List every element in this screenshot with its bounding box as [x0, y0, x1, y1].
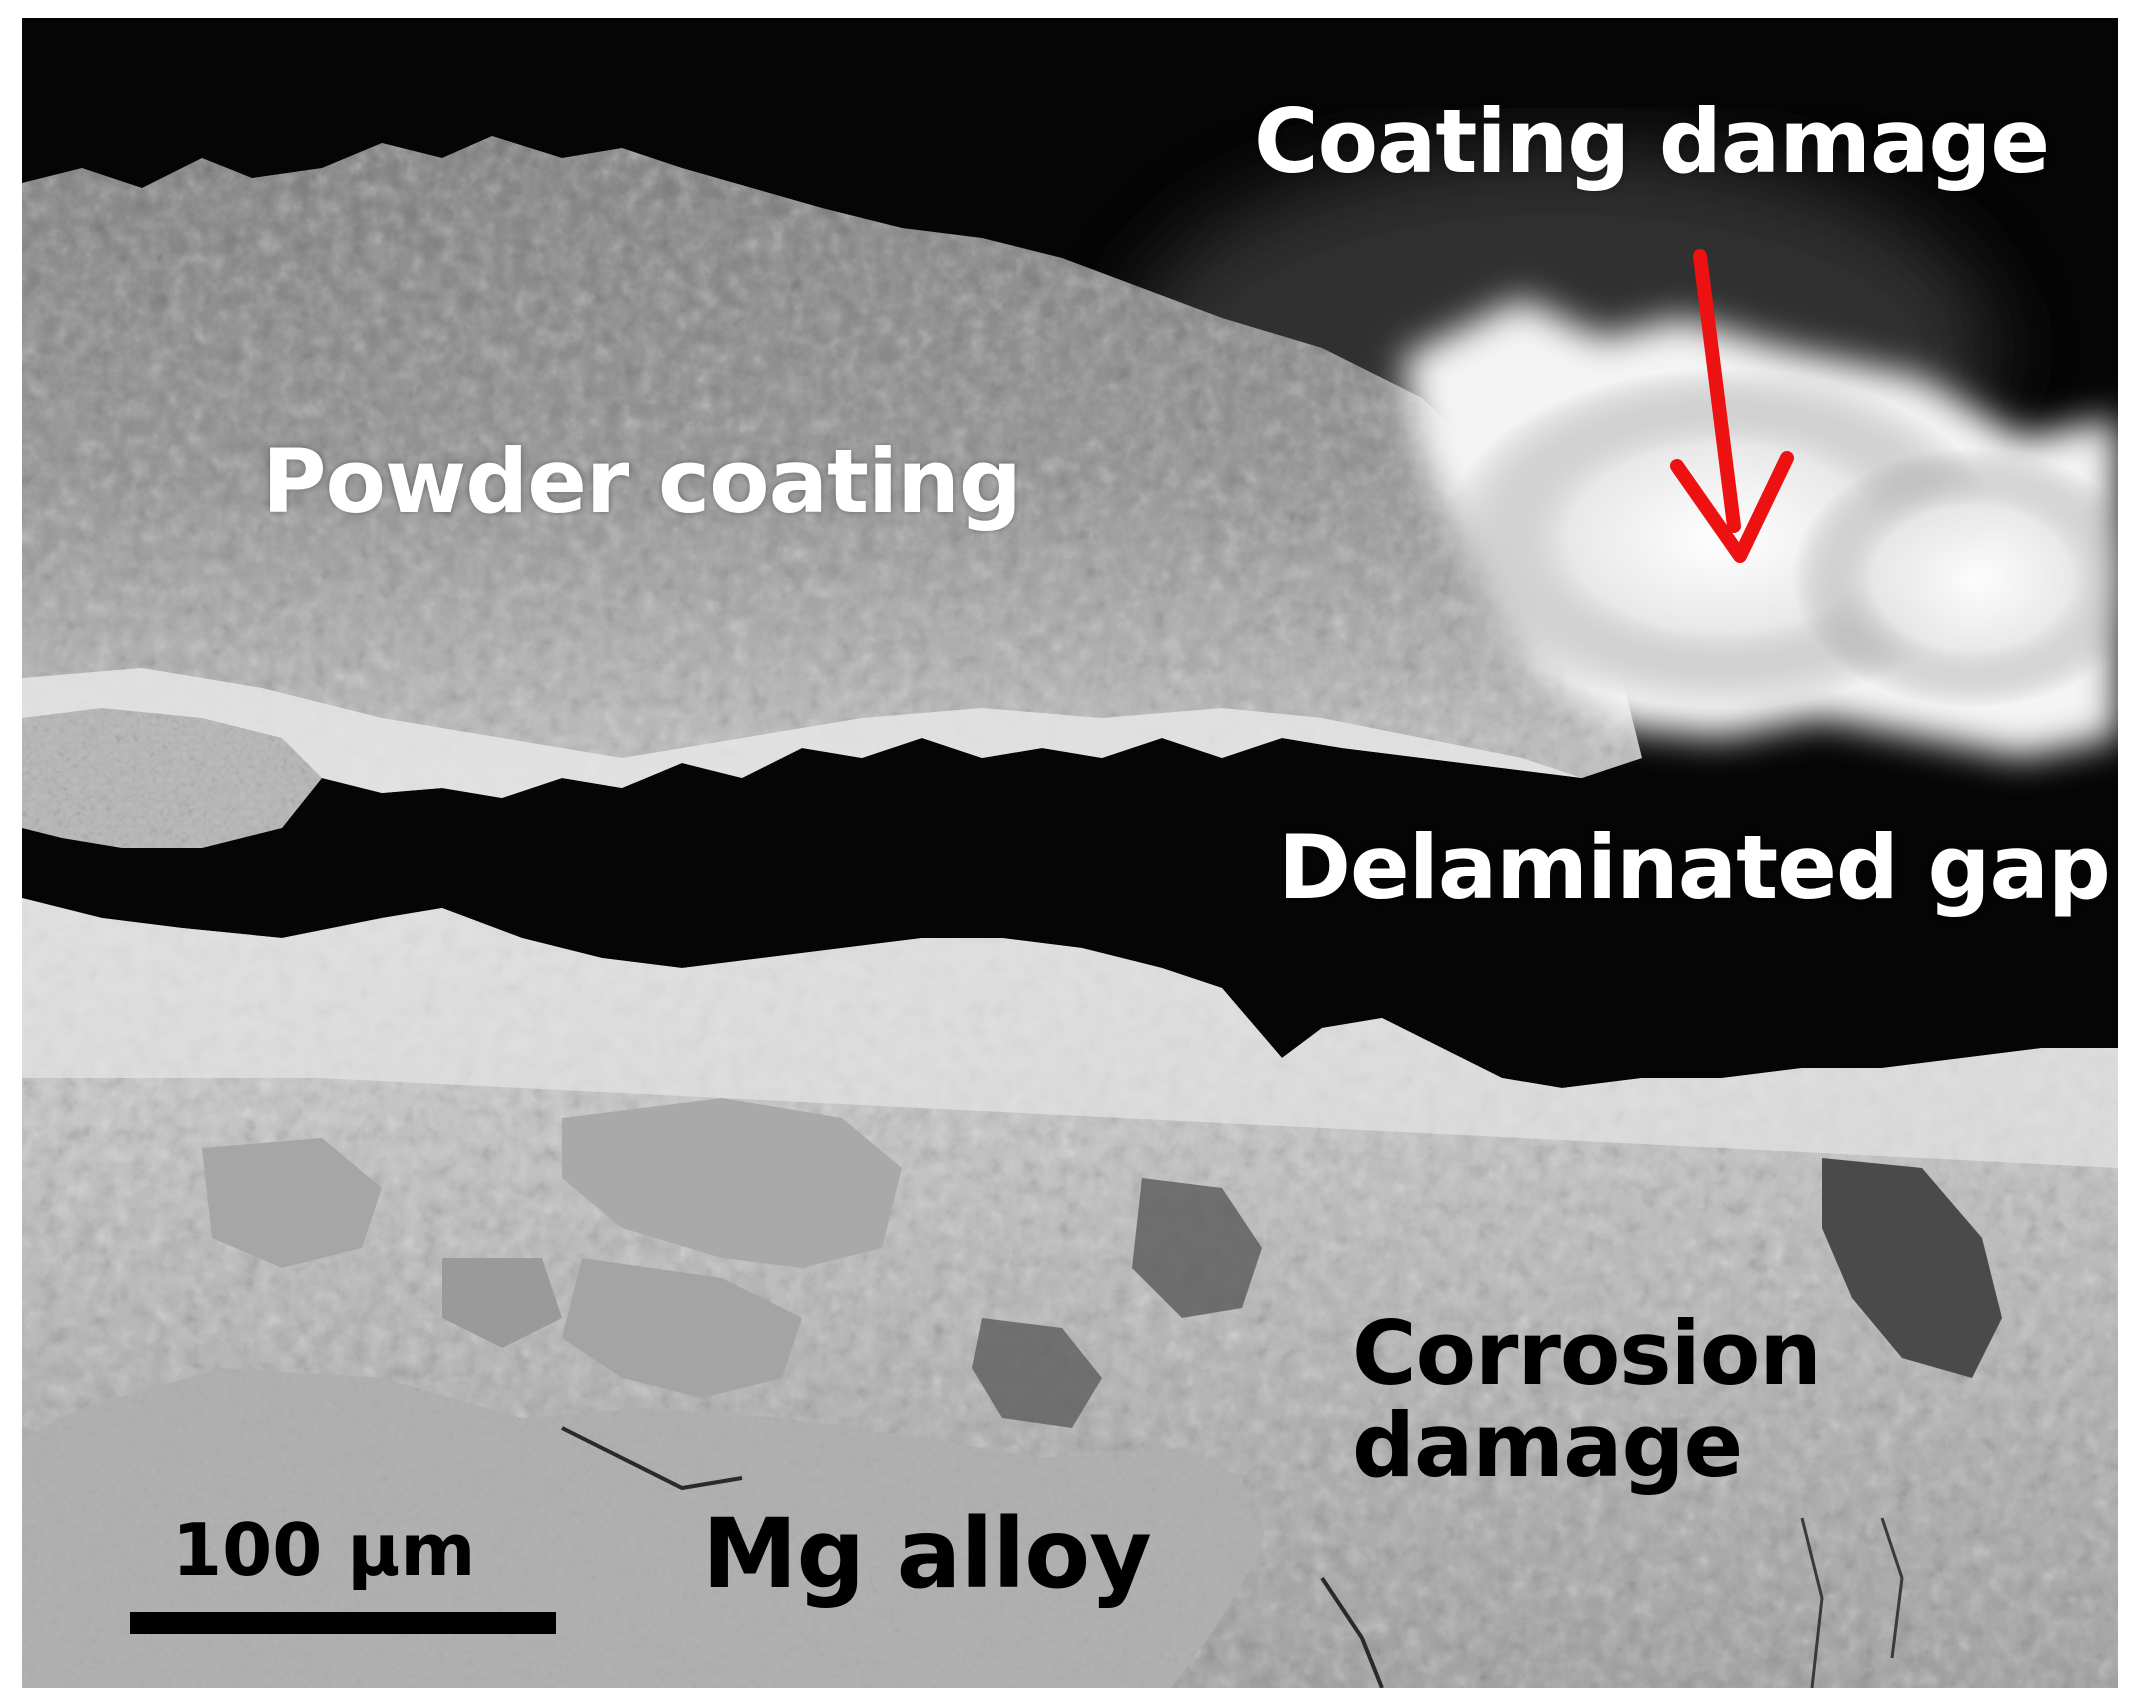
arrow-down-icon: [1670, 249, 1794, 563]
scale-bar-label: 100 μm: [172, 1508, 476, 1592]
label-corrosion-line2: damage: [1352, 1394, 1743, 1497]
sem-micrograph: Coating damage Powder coating Delaminate…: [22, 18, 2118, 1688]
scale-bar: [130, 1612, 556, 1634]
label-delaminated-gap: Delaminated gap: [1278, 816, 2111, 919]
label-powder-coating: Powder coating: [262, 430, 1022, 533]
micrograph-drawing: [22, 18, 2118, 1688]
label-coating-damage: Coating damage: [1254, 90, 2050, 193]
label-corrosion-line1: Corrosion: [1352, 1302, 1822, 1405]
substrate-layer: [22, 898, 2118, 1688]
label-mg-alloy: Mg alloy: [702, 1498, 1152, 1610]
label-corrosion-damage: Corrosion damage: [1352, 1302, 1822, 1497]
powder-coating-layer: [22, 136, 1642, 848]
